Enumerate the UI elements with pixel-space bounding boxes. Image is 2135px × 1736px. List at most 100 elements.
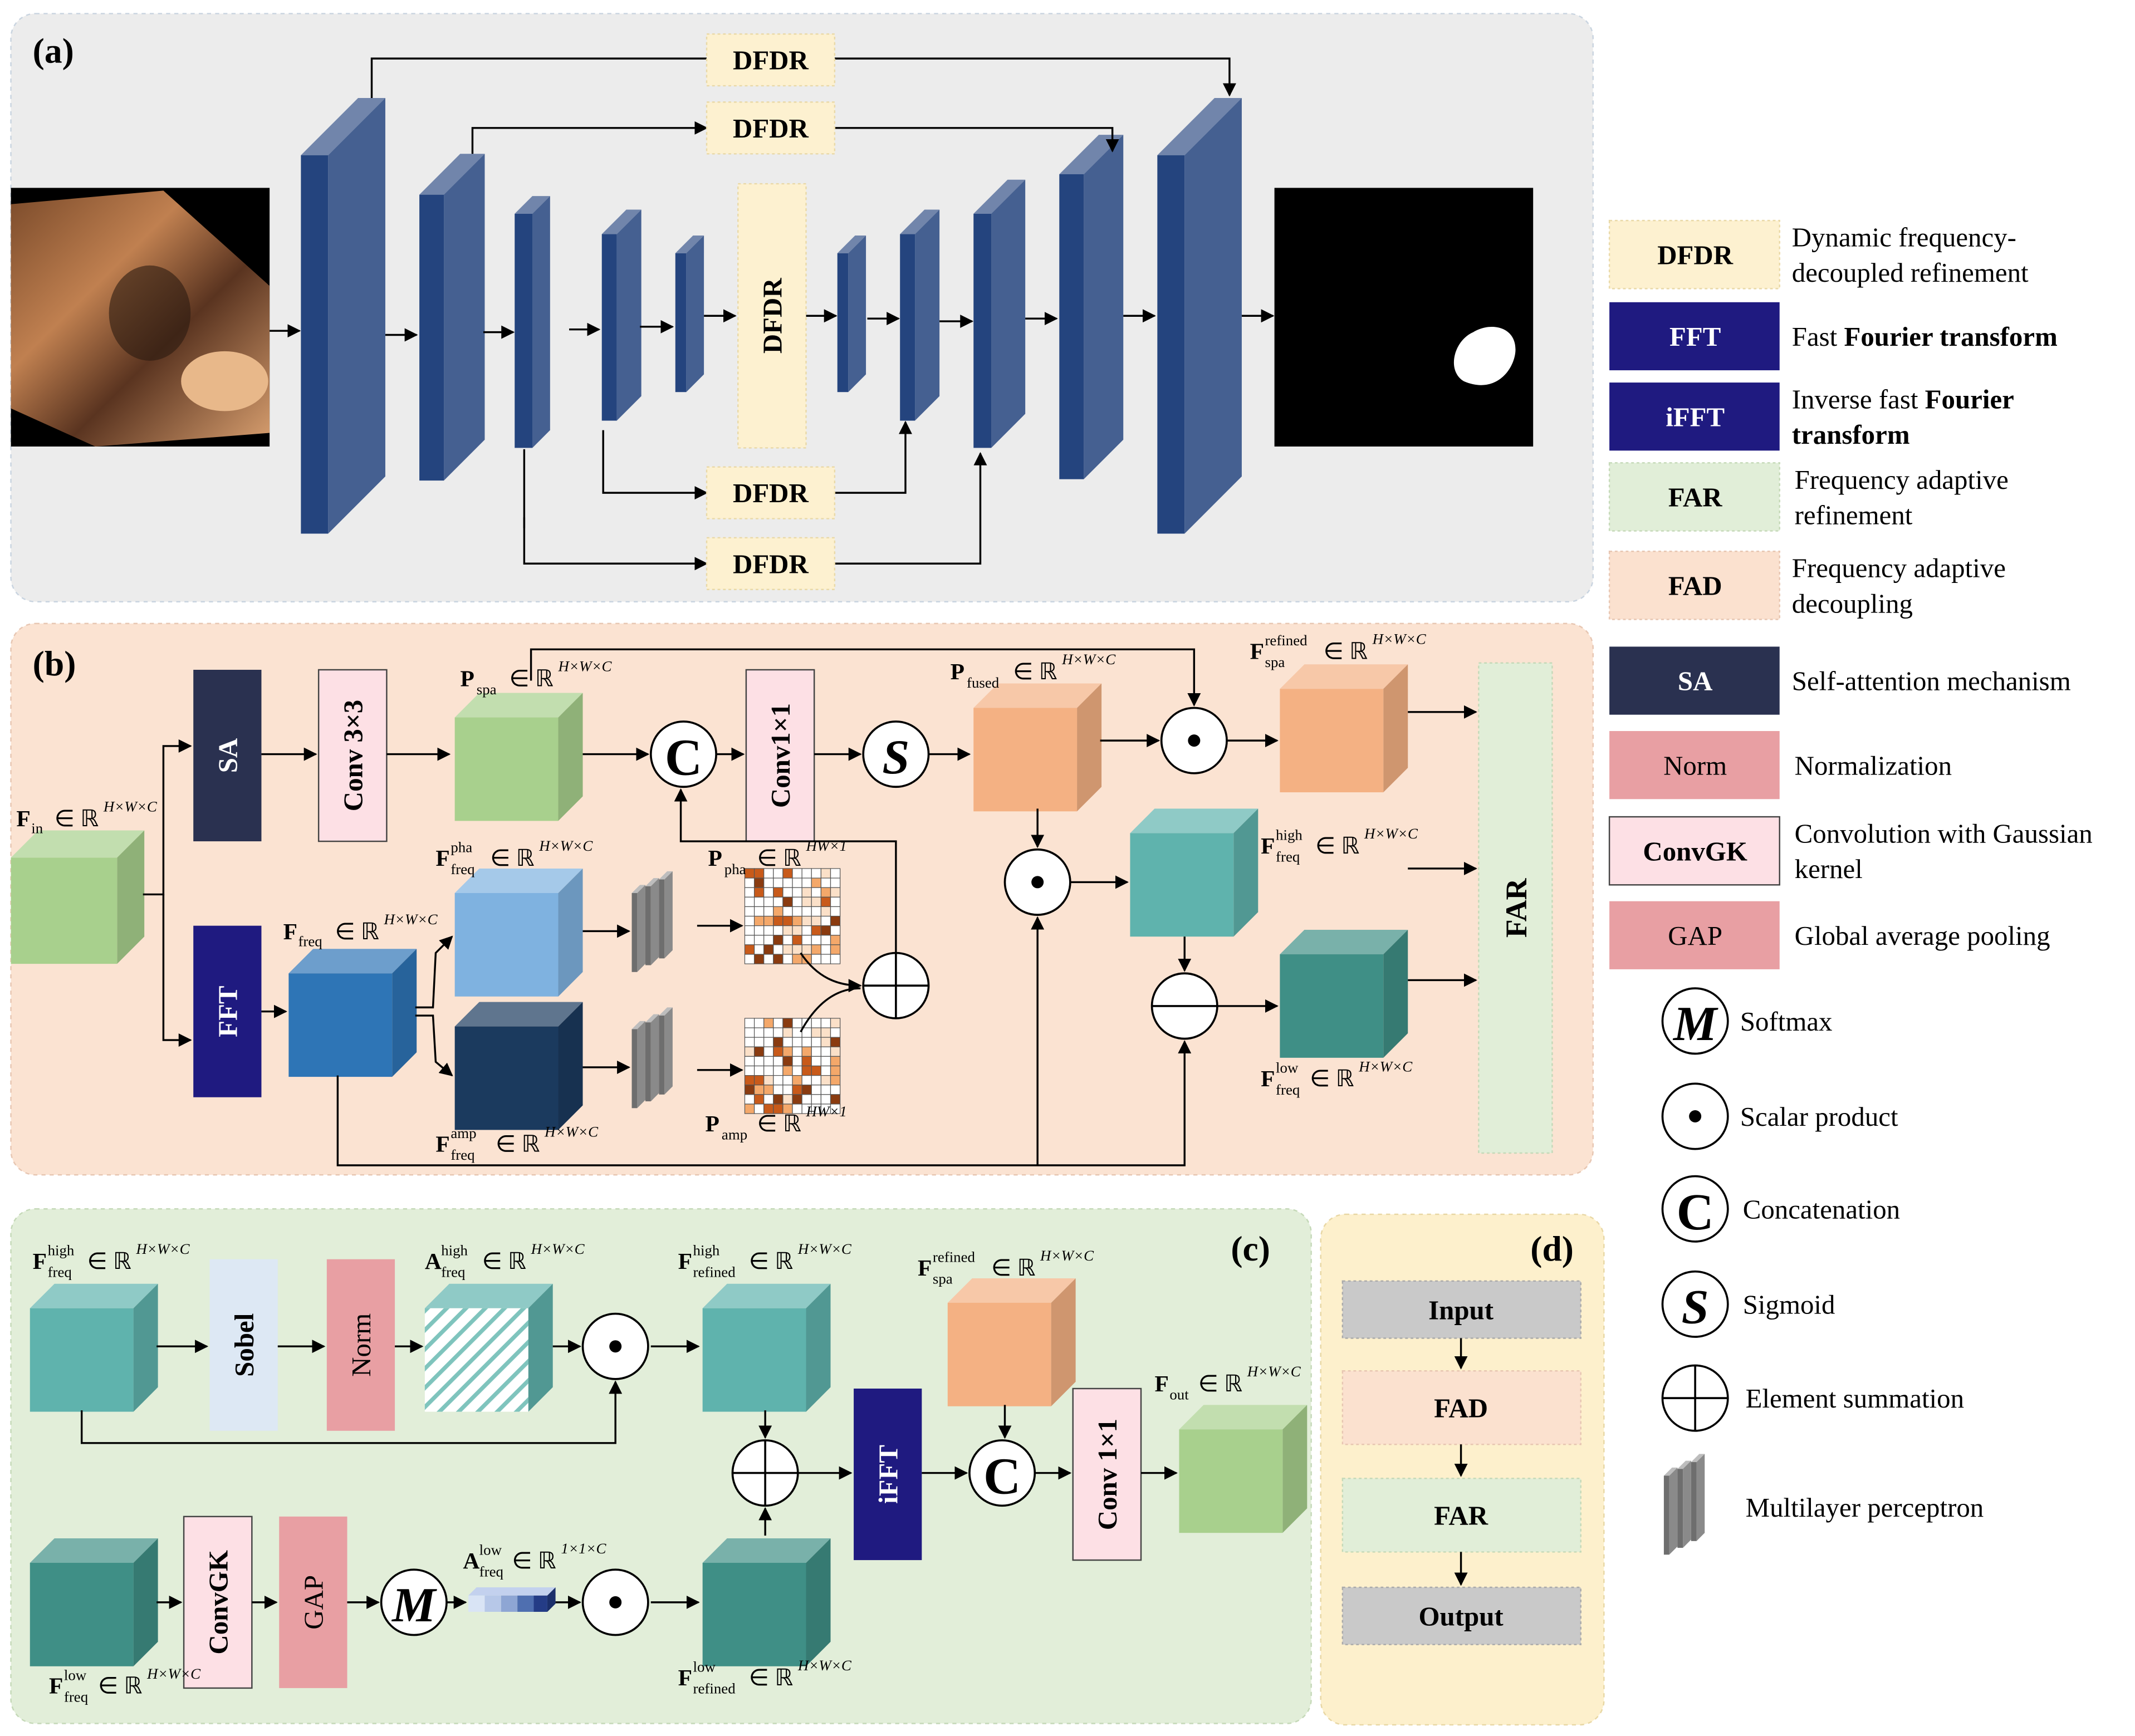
decoder-block-3 (973, 179, 1026, 448)
svg-text:spa: spa (477, 681, 497, 698)
svg-text:SA: SA (1678, 666, 1712, 697)
svg-text:M: M (1672, 997, 1718, 1051)
svg-text:amp: amp (450, 1125, 476, 1141)
svg-text:∈ ℝ: ∈ ℝ (749, 1248, 794, 1274)
label-c-a-freq-low: A low freq ∈ ℝ 1×1×C (463, 1540, 606, 1580)
svg-text:∈ ℝ: ∈ ℝ (335, 919, 379, 944)
dfdr-skip-4: DFDR (706, 537, 836, 590)
norm-block: Norm (326, 1259, 395, 1431)
decoder-block-1 (837, 236, 866, 393)
legend-dfdr: DFDR Dynamic frequency- decoupled refine… (1608, 219, 2029, 290)
dfdr-bottleneck: DFDR (737, 183, 807, 449)
svg-text:P: P (706, 1111, 719, 1136)
svg-text:C: C (983, 1448, 1021, 1505)
encoder-block-1 (301, 98, 385, 534)
svg-text:DFDR: DFDR (733, 478, 809, 508)
svg-text:freq: freq (298, 933, 322, 949)
mlp-pha (631, 871, 673, 972)
svg-text:HW×1: HW×1 (805, 837, 846, 854)
svg-text:H×W×C: H×W×C (1364, 825, 1418, 842)
svg-text:Concatenation: Concatenation (1743, 1194, 1900, 1224)
svg-text:S: S (882, 730, 909, 784)
svg-text:high: high (48, 1242, 75, 1258)
svg-text:FFT: FFT (1669, 321, 1721, 352)
label-f-freq-high: F high freq ∈ ℝ H×W×C (1261, 825, 1418, 865)
svg-text:Self-attention mechanism: Self-attention mechanism (1792, 666, 2071, 697)
svg-text:FAD: FAD (1668, 571, 1722, 601)
svg-text:Dynamic frequency-: Dynamic frequency- (1792, 222, 2016, 253)
cube-c-f-freq-high (30, 1283, 158, 1412)
legend-softmax: M Softmax (1661, 987, 1833, 1055)
attention-grids (744, 868, 841, 1114)
scalar-op-c2 (581, 1568, 649, 1636)
encoder-decoder-blocks (301, 98, 1242, 534)
mlp-legend-icon (1663, 1454, 1705, 1555)
svg-text:H×W×C: H×W×C (1247, 1363, 1301, 1380)
svg-text:high: high (693, 1242, 720, 1258)
panel-b-cubes (11, 664, 1408, 1130)
svg-text:freq: freq (441, 1264, 465, 1281)
legend-ifft: iFFT Inverse fast Fourier transform (1609, 382, 2014, 451)
legend-convgk: ConvGK Convolution with Gaussian kernel (1608, 816, 2093, 886)
svg-text:decoupled refinement: decoupled refinement (1792, 257, 2029, 288)
label-c-f-spa-refined: F refined spa ∈ ℝ H×W×C (918, 1247, 1094, 1287)
cube-f-freq-amp (454, 1002, 583, 1130)
label-c-f-refined-low: F low refined ∈ ℝ H×W×C (678, 1657, 852, 1697)
legend-sigmoid: S Sigmoid (1661, 1270, 1835, 1338)
svg-text:DFDR: DFDR (733, 548, 809, 579)
svg-text:low: low (1276, 1060, 1299, 1076)
svg-text:in: in (31, 820, 43, 836)
svg-text:GAP: GAP (1668, 920, 1722, 951)
svg-text:M: M (391, 1578, 437, 1632)
svg-text:freq: freq (450, 861, 474, 877)
svg-text:DFDR: DFDR (733, 113, 809, 144)
decoder-block-5 (1157, 98, 1242, 534)
svg-text:P: P (708, 845, 722, 871)
input-endoscopy-image (11, 188, 270, 447)
svg-text:ConvGK: ConvGK (1643, 836, 1747, 866)
label-p-fused: P fused ∈ ℝ H×W×C (951, 651, 1117, 691)
label-p-pha: P pha ∈ ℝ HW×1 (708, 837, 846, 877)
svg-text:H×W×C: H×W×C (1358, 1058, 1413, 1075)
scalar-op-c1 (581, 1312, 649, 1380)
svg-text:F: F (16, 806, 30, 831)
svg-text:∈ ℝ: ∈ ℝ (98, 1673, 143, 1699)
decoder-block-2 (900, 209, 940, 421)
step-fad: FAD (1341, 1370, 1581, 1445)
svg-text:F: F (435, 1131, 449, 1157)
encoder-block-4 (601, 209, 642, 421)
svg-text:S: S (1682, 1281, 1709, 1335)
panel-a-label: (a) (33, 31, 74, 70)
svg-text:Sigmoid: Sigmoid (1743, 1289, 1835, 1320)
label-c-f-refined-high: F high refined ∈ ℝ H×W×C (678, 1240, 852, 1281)
cube-f-freq (288, 949, 417, 1077)
dfdr-skip-1: DFDR (706, 33, 836, 87)
svg-text:freq: freq (479, 1563, 503, 1580)
svg-text:DFDR: DFDR (757, 278, 787, 354)
sum-op-b (862, 952, 930, 1019)
output-mask-image (1274, 188, 1534, 447)
mlp-amp (631, 1007, 673, 1109)
legend-fad: FAD Frequency adaptive decoupling (1608, 551, 2006, 620)
svg-text:∈ ℝ: ∈ ℝ (757, 1111, 801, 1136)
cube-c-a-freq-high (424, 1283, 553, 1412)
sobel-block: Sobel (209, 1259, 278, 1431)
label-f-freq-pha: F pha freq ∈ ℝ H×W×C (435, 837, 593, 877)
step-input: Input (1341, 1280, 1581, 1339)
panel-c-cubes (30, 1278, 1308, 1666)
svg-text:HW×1: HW×1 (805, 1103, 846, 1120)
svg-text:freq: freq (64, 1688, 88, 1705)
svg-text:∈ ℝ: ∈ ℝ (1310, 1066, 1354, 1091)
svg-text:H×W×C: H×W×C (1061, 651, 1116, 668)
grid-p-amp (744, 1018, 841, 1114)
softmax-op: M (380, 1568, 448, 1636)
decoder-block-4 (1059, 135, 1124, 479)
svg-text:∈ ℝ: ∈ ℝ (496, 1131, 540, 1157)
svg-text:∈ ℝ: ∈ ℝ (482, 1248, 527, 1274)
legend-scalar-product: Scalar product (1661, 1082, 1898, 1150)
svg-text:H×W×C: H×W×C (538, 837, 593, 854)
svg-text:∈ ℝ: ∈ ℝ (87, 1248, 131, 1274)
step-far: FAR (1341, 1478, 1581, 1553)
svg-text:∈ ℝ: ∈ ℝ (757, 845, 801, 871)
